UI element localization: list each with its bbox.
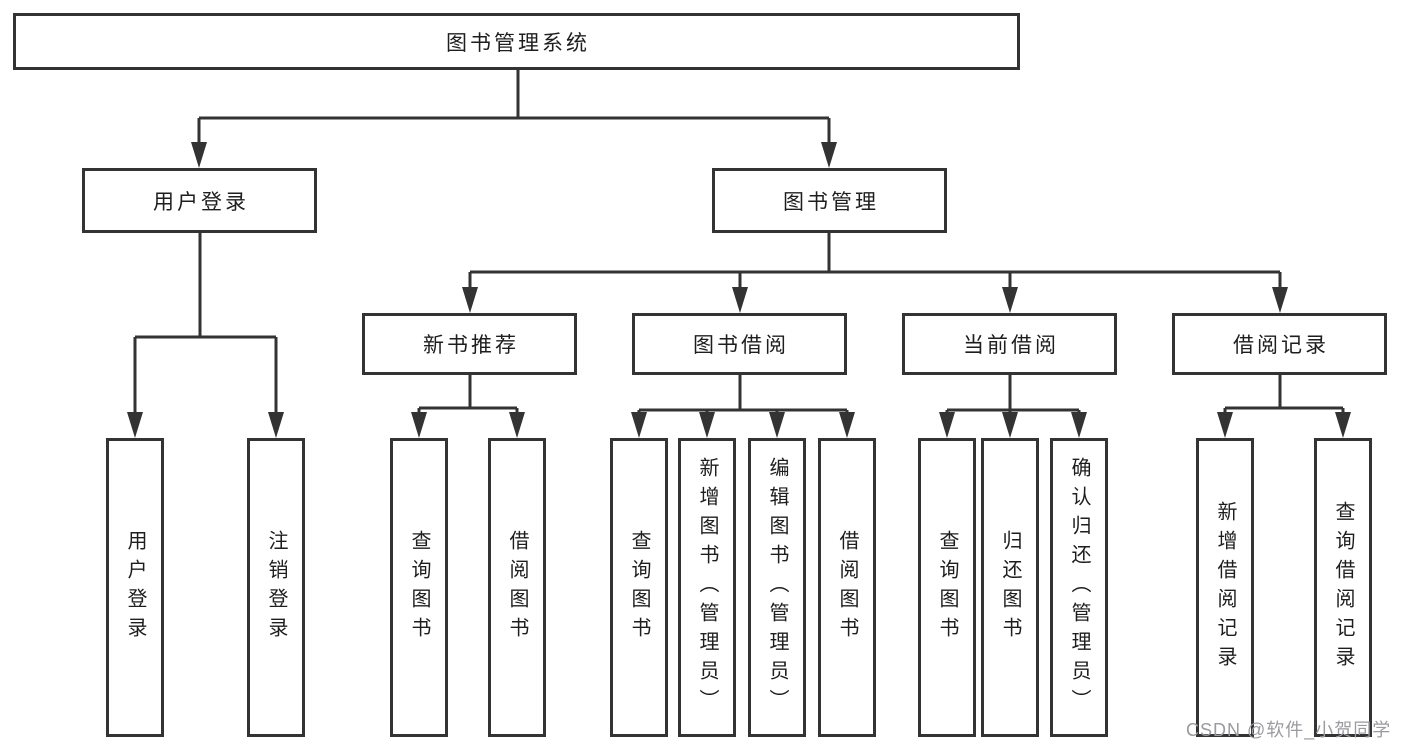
node-book-borrow: 图书借阅: [632, 313, 847, 375]
leaf-return-book: 归还图书: [981, 438, 1039, 737]
leaf-query-books-borrow: 查询图书: [610, 438, 668, 737]
leaf-borrow-books-borrow: 借阅图书: [818, 438, 876, 737]
connector-root-to-level2: [191, 70, 837, 168]
connector-user-login-branch: [127, 233, 284, 438]
leaf-query-books-current: 查询图书: [918, 438, 976, 737]
node-new-book-recommend: 新书推荐: [362, 313, 577, 375]
leaf-add-book-admin-label: 新增图书（管理员）: [696, 457, 718, 718]
leaf-add-book-admin: 新增图书（管理员）: [678, 438, 736, 737]
node-user-login: 用户登录: [82, 168, 317, 233]
leaf-query-borrow-record: 查询借阅记录: [1314, 438, 1372, 737]
leaf-user-login-label: 用户登录: [124, 529, 146, 646]
leaf-borrow-books-recommend-label: 借阅图书: [506, 529, 528, 646]
leaf-confirm-return-admin: 确认归还（管理员）: [1050, 438, 1108, 737]
node-borrow-records: 借阅记录: [1172, 313, 1387, 375]
node-book-management: 图书管理: [712, 168, 947, 233]
connector-borrow-record-branch: [1217, 375, 1351, 438]
leaf-return-book-label: 归还图书: [999, 529, 1021, 646]
connector-new-book-branch: [411, 375, 525, 438]
node-library-system: 图书管理系统: [13, 13, 1020, 70]
leaf-edit-book-admin: 编辑图书（管理员）: [748, 438, 806, 737]
leaf-query-borrow-record-label: 查询借阅记录: [1332, 500, 1354, 675]
connector-book-management-branch: [462, 233, 1288, 313]
leaf-borrow-books-borrow-label: 借阅图书: [836, 529, 858, 646]
leaf-confirm-return-admin-label: 确认归还（管理员）: [1068, 457, 1090, 718]
leaf-query-books-recommend: 查询图书: [390, 438, 448, 737]
node-current-borrow: 当前借阅: [902, 313, 1117, 375]
leaf-query-books-current-label: 查询图书: [936, 529, 958, 646]
leaf-add-borrow-record-label: 新增借阅记录: [1214, 500, 1236, 675]
connector-book-borrow-branch: [631, 375, 855, 438]
leaf-user-login: 用户登录: [106, 438, 164, 737]
leaf-add-borrow-record: 新增借阅记录: [1196, 438, 1254, 737]
leaf-borrow-books-recommend: 借阅图书: [488, 438, 546, 737]
leaf-query-books-borrow-label: 查询图书: [628, 529, 650, 646]
leaf-edit-book-admin-label: 编辑图书（管理员）: [766, 457, 788, 718]
leaf-logout: 注销登录: [247, 438, 305, 737]
connector-current-borrow-branch: [939, 375, 1087, 438]
leaf-query-books-recommend-label: 查询图书: [408, 529, 430, 646]
leaf-logout-label: 注销登录: [265, 529, 287, 646]
